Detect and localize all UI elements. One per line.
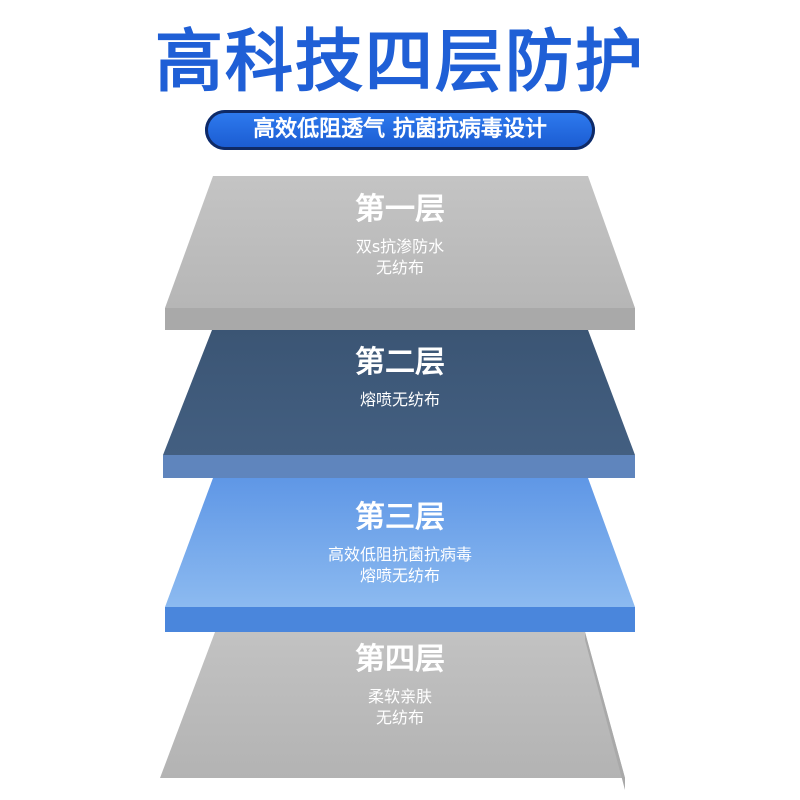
layer-2-slab xyxy=(163,330,635,478)
layer-4-slab xyxy=(160,632,625,790)
layer-1-label: 第一层 双s抗渗防水 无纺布 xyxy=(220,190,580,278)
layer-4-label: 第四层 柔软亲肤 无纺布 xyxy=(220,640,580,728)
layer-3-desc-line1: 高效低阻抗菌抗病毒 xyxy=(327,545,472,564)
layer-4-name: 第四层 xyxy=(355,642,445,677)
layer-1-desc-line2: 无纺布 xyxy=(375,258,424,277)
layer-1-slab xyxy=(165,176,635,330)
layer-4-desc-line1: 柔软亲肤 xyxy=(367,687,432,706)
layer-3-name: 第三层 xyxy=(355,500,445,535)
layer-2-desc-line1: 熔喷无纺布 xyxy=(359,390,440,409)
layer-3-desc-line2: 熔喷无纺布 xyxy=(359,566,440,585)
layer-2-name: 第二层 xyxy=(355,345,445,380)
layer-4-desc-line2: 无纺布 xyxy=(375,708,424,727)
layer-3-label: 第三层 高效低阻抗菌抗病毒 熔喷无纺布 xyxy=(220,498,580,586)
layer-2-label: 第二层 熔喷无纺布 xyxy=(220,343,580,410)
layer-3-slab xyxy=(165,478,635,632)
page-title: 高科技四层防护 xyxy=(154,23,645,102)
subtitle-badge: 高效低阻透气 抗菌抗病毒设计 xyxy=(205,110,595,150)
layer-1-desc-line1: 双s抗渗防水 xyxy=(355,237,445,256)
layer-1-name: 第一层 xyxy=(355,192,445,227)
